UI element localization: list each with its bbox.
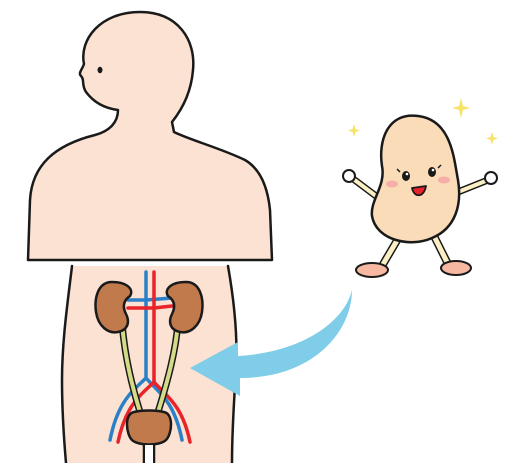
mascot-eye-left <box>402 171 410 181</box>
bean-mascot <box>343 116 497 277</box>
mascot-shoe-right <box>441 261 471 275</box>
sparkle-icon <box>486 132 498 145</box>
mascot-arm-right-fill <box>458 180 488 192</box>
artery-renal-right <box>154 306 172 308</box>
sparkle-icon <box>348 124 360 137</box>
mascot-cheek-right <box>438 177 450 184</box>
human-upper-body <box>28 12 272 260</box>
bladder-icon <box>127 411 171 445</box>
mascot-hand-left <box>343 170 355 182</box>
human-eye <box>98 67 103 73</box>
mascot-arm-left-fill <box>352 178 376 196</box>
sparkle-icon <box>452 98 470 118</box>
mascot-cheek-left <box>386 181 398 188</box>
mascot-eye-right-shine <box>432 169 435 172</box>
mascot-eye-left-shine <box>406 173 409 176</box>
urethra-fill <box>145 445 153 463</box>
mascot-hand-right <box>485 172 497 184</box>
mascot-eye-right <box>428 167 436 177</box>
mascot-shoe-left <box>356 263 388 277</box>
vein-renal-right <box>146 298 172 300</box>
human-head-torso <box>28 12 272 260</box>
